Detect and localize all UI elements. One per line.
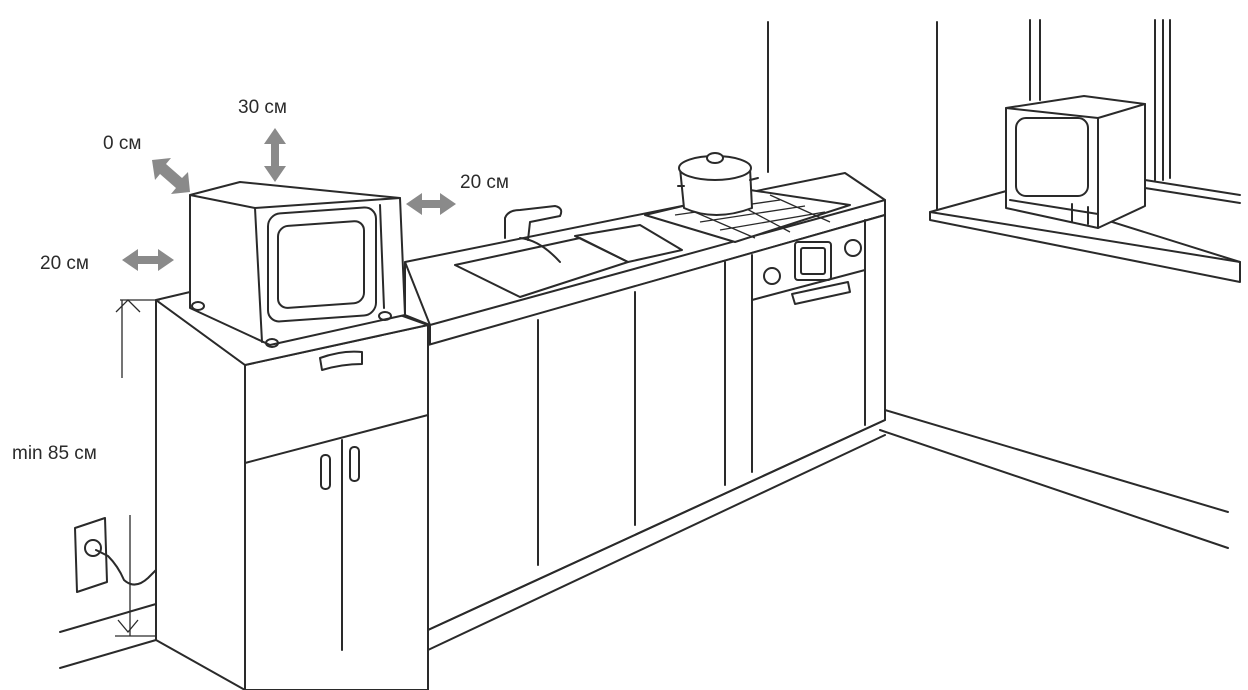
microwave-on-windowsill [1005,95,1146,229]
stove [644,152,851,243]
microwave [189,181,406,348]
right-clearance-label: 20 см [460,172,509,193]
height-dimension [115,299,160,637]
top-left-clearance-arrow [152,158,190,194]
top-clearance-label: 30 см [238,97,287,118]
window [929,19,1241,283]
microwave-cabinet [155,291,429,690]
lower-cabinets [427,214,886,651]
sink [454,205,683,298]
top-left-clearance-label: 0 см [103,133,142,154]
left-clearance-label: 20 см [40,253,89,274]
right-clearance-arrow [406,193,456,215]
wall-socket [74,517,157,593]
left-clearance-arrow [122,249,174,271]
top-clearance-arrow [264,128,286,182]
room [59,21,1229,669]
clearance-arrows [122,128,456,271]
min-height-label: min 85 см [12,443,97,464]
